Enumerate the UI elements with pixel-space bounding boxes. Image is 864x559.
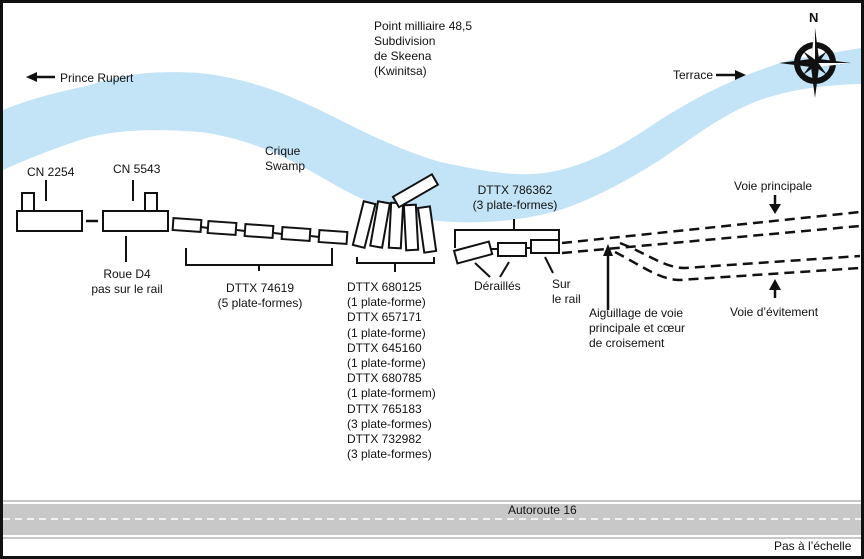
group2-line: (1 plate-forme): [347, 325, 426, 340]
group1-line: (5 plate-formes): [217, 296, 303, 310]
on-rail-label: Sur le rail: [552, 277, 581, 307]
group1-line: DTTX 74619: [225, 281, 295, 295]
arrow-up-icon: [769, 279, 781, 298]
main-track: [561, 210, 861, 255]
group2-line: (1 plate-forme): [347, 295, 426, 310]
wheel-line: Roue D4: [103, 267, 151, 281]
group2-line: (1 plate-forme): [347, 356, 426, 371]
river: [3, 48, 861, 223]
group2-line: DTTX 680125: [347, 280, 422, 294]
group2-line: (3 plate-formes): [347, 447, 432, 462]
location-label: Point milliaire 48,5 Subdivision de Skee…: [374, 19, 472, 79]
siding-label: Voie d’évitement: [730, 305, 819, 319]
switch-line: Aiguillage de voie: [589, 306, 684, 320]
group2-line: DTTX 645160: [347, 340, 422, 355]
switch-line: de croisement: [589, 336, 665, 350]
location-line: (Kwinitsa): [374, 64, 427, 78]
location-line: Subdivision: [374, 34, 436, 48]
locomotive-label: CN 2254: [27, 165, 75, 179]
locomotive-cn-2254: [16, 192, 83, 232]
group2-line: (1 plate-formem): [347, 386, 436, 401]
on-rail-line: Sur: [552, 277, 571, 291]
railcars-pileup: [351, 172, 440, 254]
main-track-label: Voie principale: [734, 179, 813, 193]
siding-track: [614, 241, 861, 282]
locomotive-label: CN 5543: [113, 162, 161, 176]
arrow-up-icon: [603, 244, 613, 310]
locomotive-cn-5543: [102, 192, 169, 232]
highway-16: [3, 500, 861, 539]
group2-line: DTTX 732982: [347, 432, 422, 447]
switch-line: principale et cœur: [589, 321, 686, 335]
group3-line: DTTX 786362: [477, 183, 553, 197]
wheel-line: pas sur le rail: [91, 282, 163, 296]
railcars-dttx-786362: [452, 239, 560, 265]
group2-line: DTTX 680785: [347, 371, 422, 386]
north-label: N: [809, 10, 819, 25]
derailed-label: Déraillés: [474, 279, 521, 293]
compass-rose-icon: [779, 28, 851, 98]
group2-label: DTTX 680125 (1 plate-forme) DTTX 657171 …: [347, 280, 436, 462]
prince-rupert-label: Prince Rupert: [60, 71, 134, 85]
group3-line: (3 plate-formes): [472, 198, 558, 212]
creek-line: Crique: [265, 144, 301, 158]
creek-line: Swamp: [265, 159, 306, 173]
arrow-down-icon: [769, 195, 781, 214]
railcars-dttx-74619: [171, 216, 349, 246]
group1-label: DTTX 74619 (5 plate-formes): [205, 281, 315, 311]
location-line: Point milliaire 48,5: [374, 19, 473, 33]
arrow-right-icon: [716, 70, 746, 80]
group2-line: DTTX 657171: [347, 310, 422, 325]
arrow-left-icon: [26, 72, 55, 82]
group2-line: DTTX 765183: [347, 401, 422, 416]
group3-label: DTTX 786362 (3 plate-formes): [460, 183, 570, 213]
switch-label: Aiguillage de voie principale et cœur de…: [589, 306, 685, 351]
highway-label: Autoroute 16: [508, 503, 577, 517]
group2-line: (3 plate-formes): [347, 416, 432, 431]
scale-note: Pas à l’échelle: [774, 539, 852, 553]
on-rail-line: le rail: [552, 292, 581, 306]
wheel-label: Roue D4 pas sur le rail: [80, 267, 174, 297]
location-line: de Skeena: [374, 49, 432, 63]
terrace-label: Terrace: [673, 68, 714, 82]
creek-label: Crique Swamp: [265, 144, 305, 174]
